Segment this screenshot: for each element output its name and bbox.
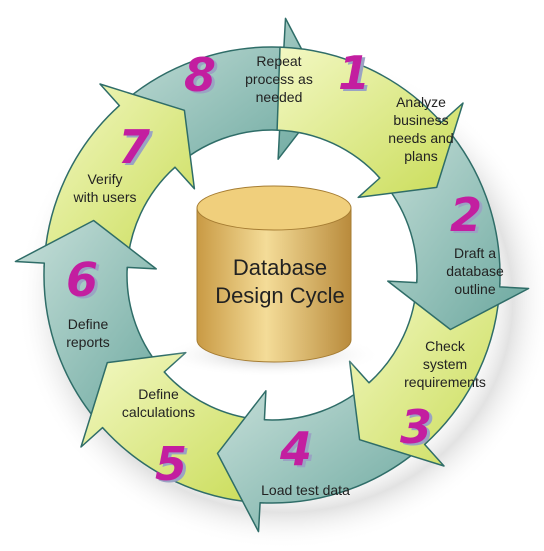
- step-number-7: 7: [118, 120, 151, 174]
- cycle-arrow-step-3: [348, 279, 501, 467]
- step-label-7: Verify with users: [73, 171, 137, 205]
- center-title-line1: Database: [232, 255, 328, 280]
- cycle-arrow-step-7: [43, 83, 196, 271]
- cycle-arrow-step-1: [276, 46, 464, 199]
- step-label-1: Analyze business needs and plans: [388, 94, 454, 164]
- step-number-4: 4: [280, 422, 313, 476]
- step-label-3: Check system requirements: [404, 338, 486, 390]
- step-number-2: 2: [450, 188, 483, 242]
- step-label-4: Load test data: [261, 482, 350, 498]
- center-title-line2: Design Cycle: [215, 283, 345, 308]
- step-label-8: Repeat process as needed: [245, 53, 313, 105]
- step-number-5: 5: [155, 437, 188, 491]
- step-label-5: Define calculations: [121, 386, 196, 420]
- cycle-arrow-step-5: [80, 351, 268, 504]
- database-cylinder-body: [196, 207, 352, 363]
- step-number-8: 8: [184, 48, 217, 102]
- step-number-1: 1: [338, 46, 371, 100]
- step-number-3: 3: [400, 400, 433, 454]
- center-title: Database Design Cycle: [170, 254, 390, 310]
- step-label-6: Define reports: [66, 316, 110, 350]
- database-cylinder-top: [196, 185, 352, 231]
- step-number-6: 6: [66, 253, 99, 307]
- step-label-2: Draft a database outline: [446, 245, 504, 297]
